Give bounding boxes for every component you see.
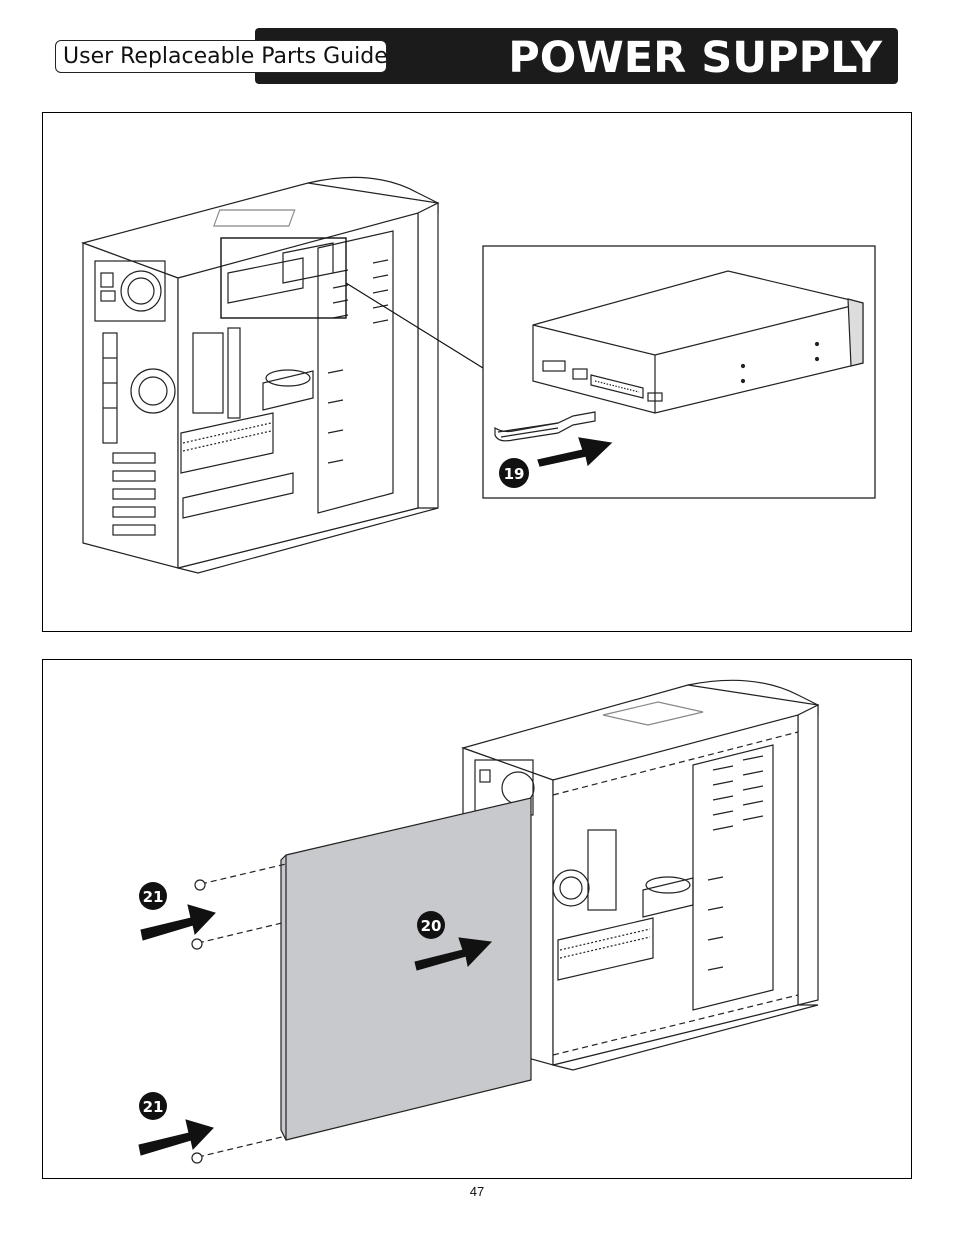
screws	[192, 864, 286, 1163]
screw-middle	[192, 939, 202, 949]
guide-label: User Replaceable Parts Guide	[63, 44, 388, 69]
callout-21-top: 21	[139, 882, 167, 910]
callout-19-label: 19	[504, 465, 525, 483]
figure-1-illustration: 19	[43, 113, 911, 631]
guide-label-box: User Replaceable Parts Guide	[55, 40, 387, 73]
zoom-inset-optical-drive	[483, 246, 875, 498]
callout-19: 19	[499, 458, 529, 488]
section-title: POWER SUPPLY	[508, 32, 882, 84]
figure-2-illustration: 21 20 21	[43, 660, 911, 1178]
figure-install-side-panel: 21 20 21	[42, 659, 912, 1179]
screw-top	[195, 880, 205, 890]
screw-bottom	[192, 1153, 202, 1163]
callout-21-top-label: 21	[143, 888, 164, 906]
callout-21-bottom: 21	[139, 1092, 167, 1120]
computer-chassis-illustration	[83, 177, 483, 573]
side-panel-illustration	[281, 798, 531, 1140]
page-number: 47	[0, 1184, 954, 1199]
callout-21-bottom-label: 21	[143, 1098, 164, 1116]
callout-20: 20	[417, 911, 445, 939]
callout-20-label: 20	[421, 917, 442, 935]
figure-disconnect-drive-cable: 19	[42, 112, 912, 632]
